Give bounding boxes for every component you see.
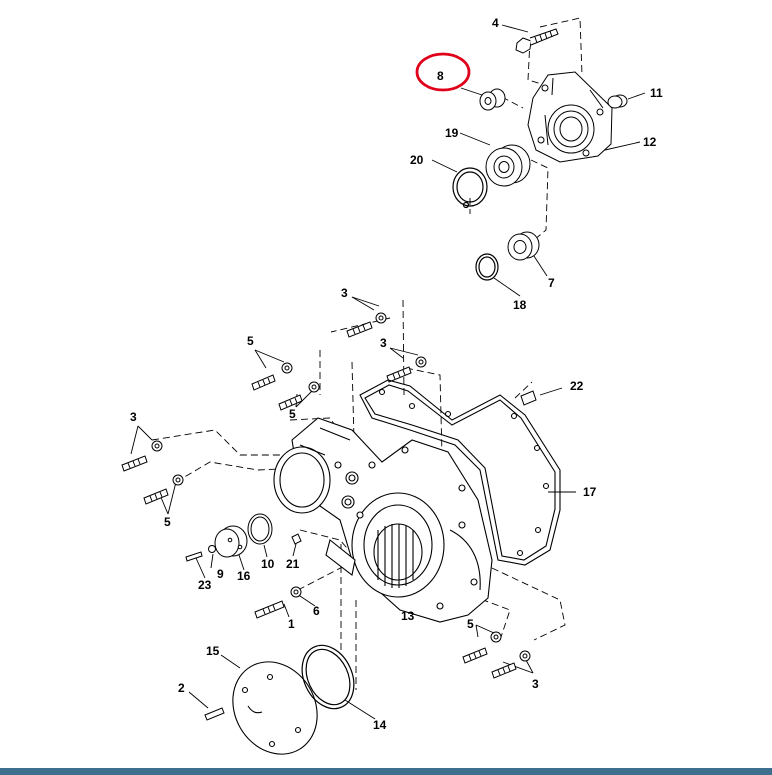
part-label: 8: [437, 69, 444, 83]
part-label: 17: [583, 485, 597, 499]
part-label: 1: [288, 617, 295, 631]
part-label: 22: [570, 379, 584, 393]
part-label: 21: [286, 557, 300, 571]
dashed-assembly-lines: [151, 17, 583, 690]
part-label: 20: [410, 153, 424, 167]
bolt-4: [515, 28, 559, 54]
part-label: 4: [492, 16, 499, 30]
leader-lines: [130, 24, 646, 720]
nut-11: [607, 94, 628, 109]
bottom-bar: [0, 768, 772, 775]
inspection-cover-15: [232, 661, 318, 755]
part-label: 19: [445, 126, 459, 140]
part-label: 16: [237, 569, 251, 583]
part-label: 13: [401, 609, 415, 623]
part-label: 6: [313, 604, 320, 618]
o-ring-14: [301, 644, 355, 710]
part-label: 3: [380, 336, 387, 350]
part-label: 11: [650, 86, 663, 100]
part-label: 10: [261, 557, 275, 571]
part-label: 2: [178, 681, 185, 695]
part-label: 7: [548, 276, 555, 290]
part-label: 14: [373, 718, 387, 732]
screws-and-washers: [121, 312, 537, 721]
bearing-19: [485, 144, 531, 187]
part-label: 15: [206, 644, 220, 658]
part-label: 12: [643, 135, 657, 149]
primary-cover-13: [273, 417, 493, 623]
highlight-circle: [415, 52, 471, 92]
part-label: 3: [341, 286, 348, 300]
snap-ring-20: [452, 167, 488, 209]
part-label: 5: [467, 617, 474, 631]
bushing-8: [479, 88, 506, 111]
part-label: 5: [289, 407, 296, 421]
part-label: 23: [198, 578, 212, 592]
gasket-17: [359, 379, 561, 566]
part-label: 18: [513, 298, 527, 312]
part-label: 5: [164, 515, 171, 529]
part-label: 9: [217, 567, 224, 581]
part-label: 5: [247, 334, 254, 348]
part-label: 3: [532, 677, 539, 691]
snap-ring-18: [475, 253, 499, 281]
part-labels: 8 4 11 12 19 20 7 18 3 5 3 5 22 17 3 5 9…: [130, 16, 663, 732]
bearing-7: [507, 231, 540, 261]
bearing-housing-12: [527, 71, 613, 163]
part-label: 3: [130, 410, 137, 424]
